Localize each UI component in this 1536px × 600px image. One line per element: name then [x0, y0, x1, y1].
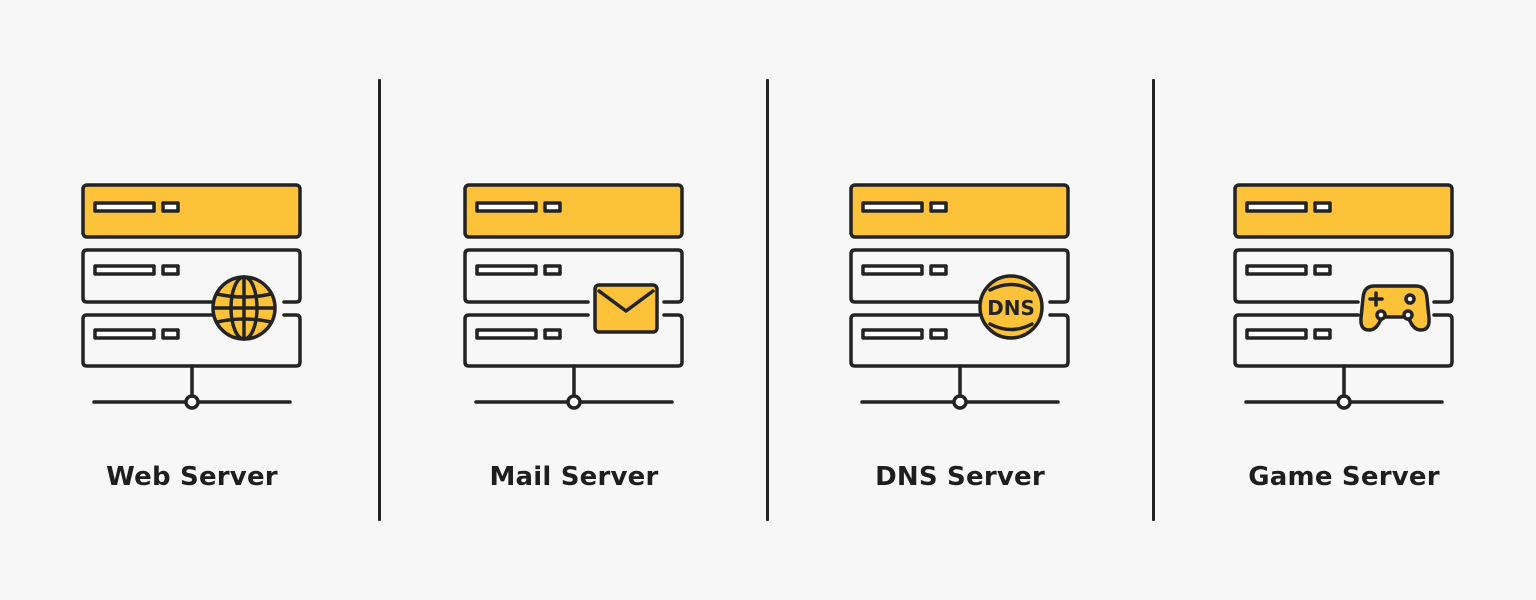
dns-icon-text: DNS	[987, 296, 1035, 320]
server-unit-middle	[81, 248, 302, 304]
server-unit-top	[463, 183, 684, 239]
web-server-illustration	[81, 183, 302, 410]
server-unit-top	[1233, 183, 1454, 239]
server-unit-middle	[463, 248, 684, 304]
server-label: Web Server	[106, 462, 278, 492]
server-label: DNS Server	[875, 462, 1045, 492]
dns-server-panel: DNS DNS Server	[768, 0, 1152, 600]
game-server-illustration	[1233, 183, 1454, 410]
panel-divider	[1152, 79, 1155, 521]
game-server-panel: Game Server	[1152, 0, 1536, 600]
envelope-icon	[593, 283, 659, 334]
server-unit-top	[849, 183, 1070, 239]
server-unit-top	[81, 183, 302, 239]
server-unit-middle	[849, 248, 1070, 304]
gamepad-icon	[1359, 284, 1431, 332]
server-label: Game Server	[1248, 462, 1440, 492]
globe-icon	[211, 275, 277, 341]
server-unit-middle	[1233, 248, 1454, 304]
mail-server-panel: Mail Server	[382, 0, 766, 600]
dns-server-illustration: DNS	[849, 183, 1070, 410]
web-server-panel: Web Server	[0, 0, 384, 600]
server-label: Mail Server	[489, 462, 659, 492]
panel-divider	[766, 79, 769, 521]
panel-divider	[378, 79, 381, 521]
mail-server-illustration	[463, 183, 684, 410]
dns-globe-icon: DNS	[978, 274, 1044, 340]
